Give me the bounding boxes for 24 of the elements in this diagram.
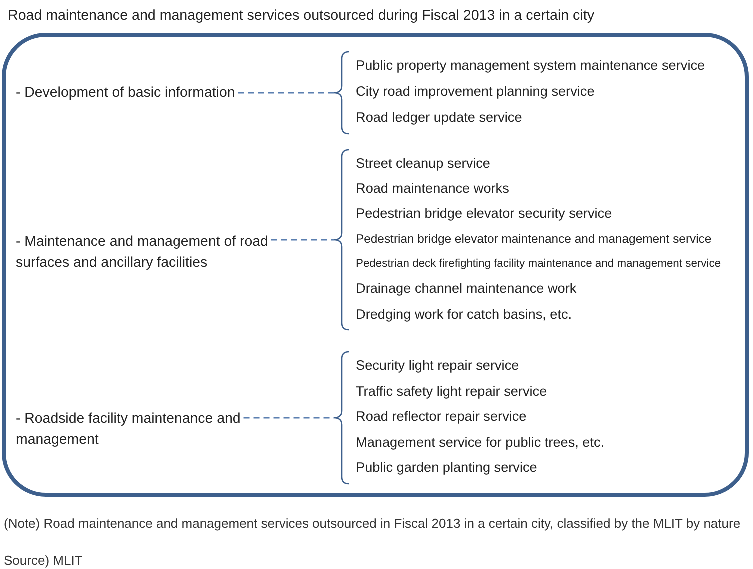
service-item: City road improvement planning service [356,85,595,99]
rounded-frame [2,33,749,497]
category-text: - Development of basic information [16,83,306,104]
category-text: - Roadside facility maintenance and management [16,409,296,451]
category-text: - Maintenance and management of road surfaces and ancillary facilities [16,232,316,274]
service-item: Traffic safety light repair service [356,384,548,398]
service-item: Road reflector repair service [356,410,527,424]
title: Road maintenance and management services outsourced during Fiscal 2013 in a certain city [8,8,595,24]
note-text: (Note) Road maintenance and management services outsourced in Fiscal 2013 in a certain city, classified by the MLIT by nature [4,515,742,532]
service-item: Road maintenance works [356,182,510,196]
service-item: Security light repair service [356,359,520,373]
service-item: Pedestrian bridge elevator maintenance and management service [356,232,712,246]
service-item: Street cleanup service [356,156,490,170]
service-item: Dredging work for catch basins, etc. [356,308,572,322]
service-item: Public garden planting service [356,461,538,475]
service-item: Management service for public trees, etc. [356,436,605,450]
service-item: Drainage channel maintenance work [356,282,577,296]
service-item: Road ledger update service [356,111,522,125]
dashed-connector [271,239,334,241]
service-item: Pedestrian deck firefighting facility maintenance and management service [356,258,722,270]
dashed-connector [238,92,334,94]
service-item: Public property management system maintenance service [356,59,706,73]
service-item: Pedestrian bridge elevator security service [356,207,612,221]
note-text: Source) MLIT [4,552,84,569]
